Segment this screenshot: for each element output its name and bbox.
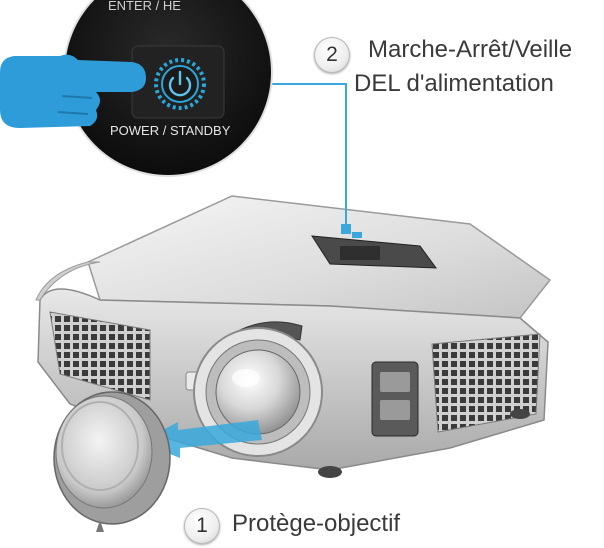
callout-label-lens-cap: Protège-objectif (232, 510, 401, 537)
projector-body (35, 195, 552, 478)
zoom-panel: ENTER / HE POWER / STANDBY (63, 0, 273, 177)
power-led-ring (154, 58, 206, 110)
callout-label-power-led: DEL d'alimentation (354, 70, 554, 97)
cap-removal-arrow (140, 420, 262, 458)
leader-line-end (341, 224, 351, 234)
lens-cap (53, 391, 171, 532)
pointing-hand-icon (0, 54, 146, 128)
zoom-top-label: ENTER / HE (108, 0, 181, 13)
power-standby-label: POWER / STANDBY (110, 123, 231, 138)
power-icon (168, 70, 192, 97)
callout-number-1: 1 (184, 508, 220, 544)
projector-lens (193, 327, 323, 457)
callout-number-2: 2 (314, 37, 350, 73)
callout-label-power: Marche-Arrêt/Veille (368, 36, 573, 63)
